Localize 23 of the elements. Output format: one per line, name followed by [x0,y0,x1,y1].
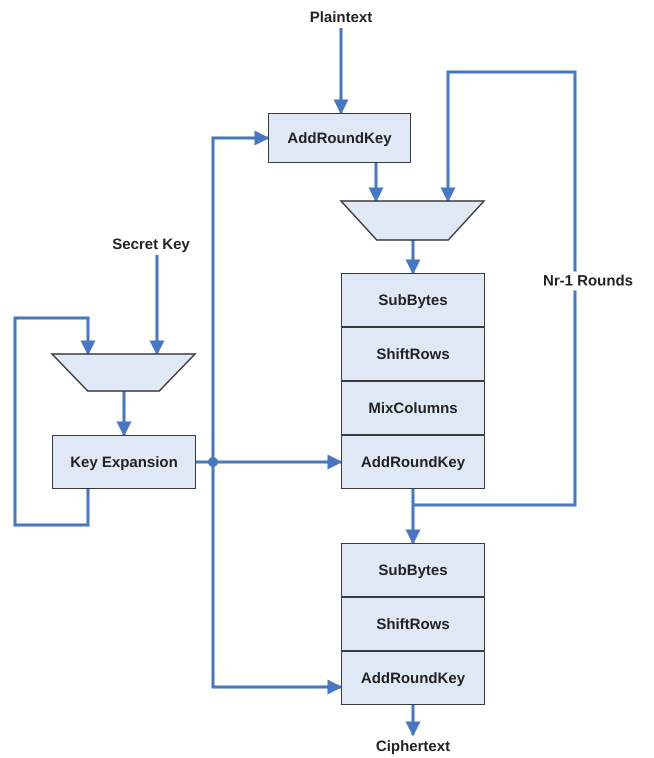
arrow [412,70,576,506]
process-box: AddRoundKey [341,651,485,705]
multiplexer-trapezoid [341,201,484,240]
multiplexer-trapezoid [52,354,195,391]
arrow [14,316,96,526]
arrow [368,163,384,202]
io-label: Plaintext [296,6,386,28]
arrow [116,391,132,436]
arrow [406,705,420,736]
edge-label: Nr-1 Rounds [541,272,635,290]
process-box: SubBytes [341,273,485,327]
process-box: Key Expansion [52,435,196,489]
arrow [150,255,164,356]
process-box: SubBytes [341,543,485,597]
process-box: AddRoundKey [341,435,485,489]
process-box: ShiftRows [341,597,485,651]
process-box: AddRoundKey [268,113,411,163]
io-label: Ciphertext [363,735,463,757]
process-box: ShiftRows [341,327,485,381]
arrow [334,28,348,114]
io-label: Secret Key [101,233,201,255]
process-box: MixColumns [341,381,485,435]
arrow [406,240,420,274]
